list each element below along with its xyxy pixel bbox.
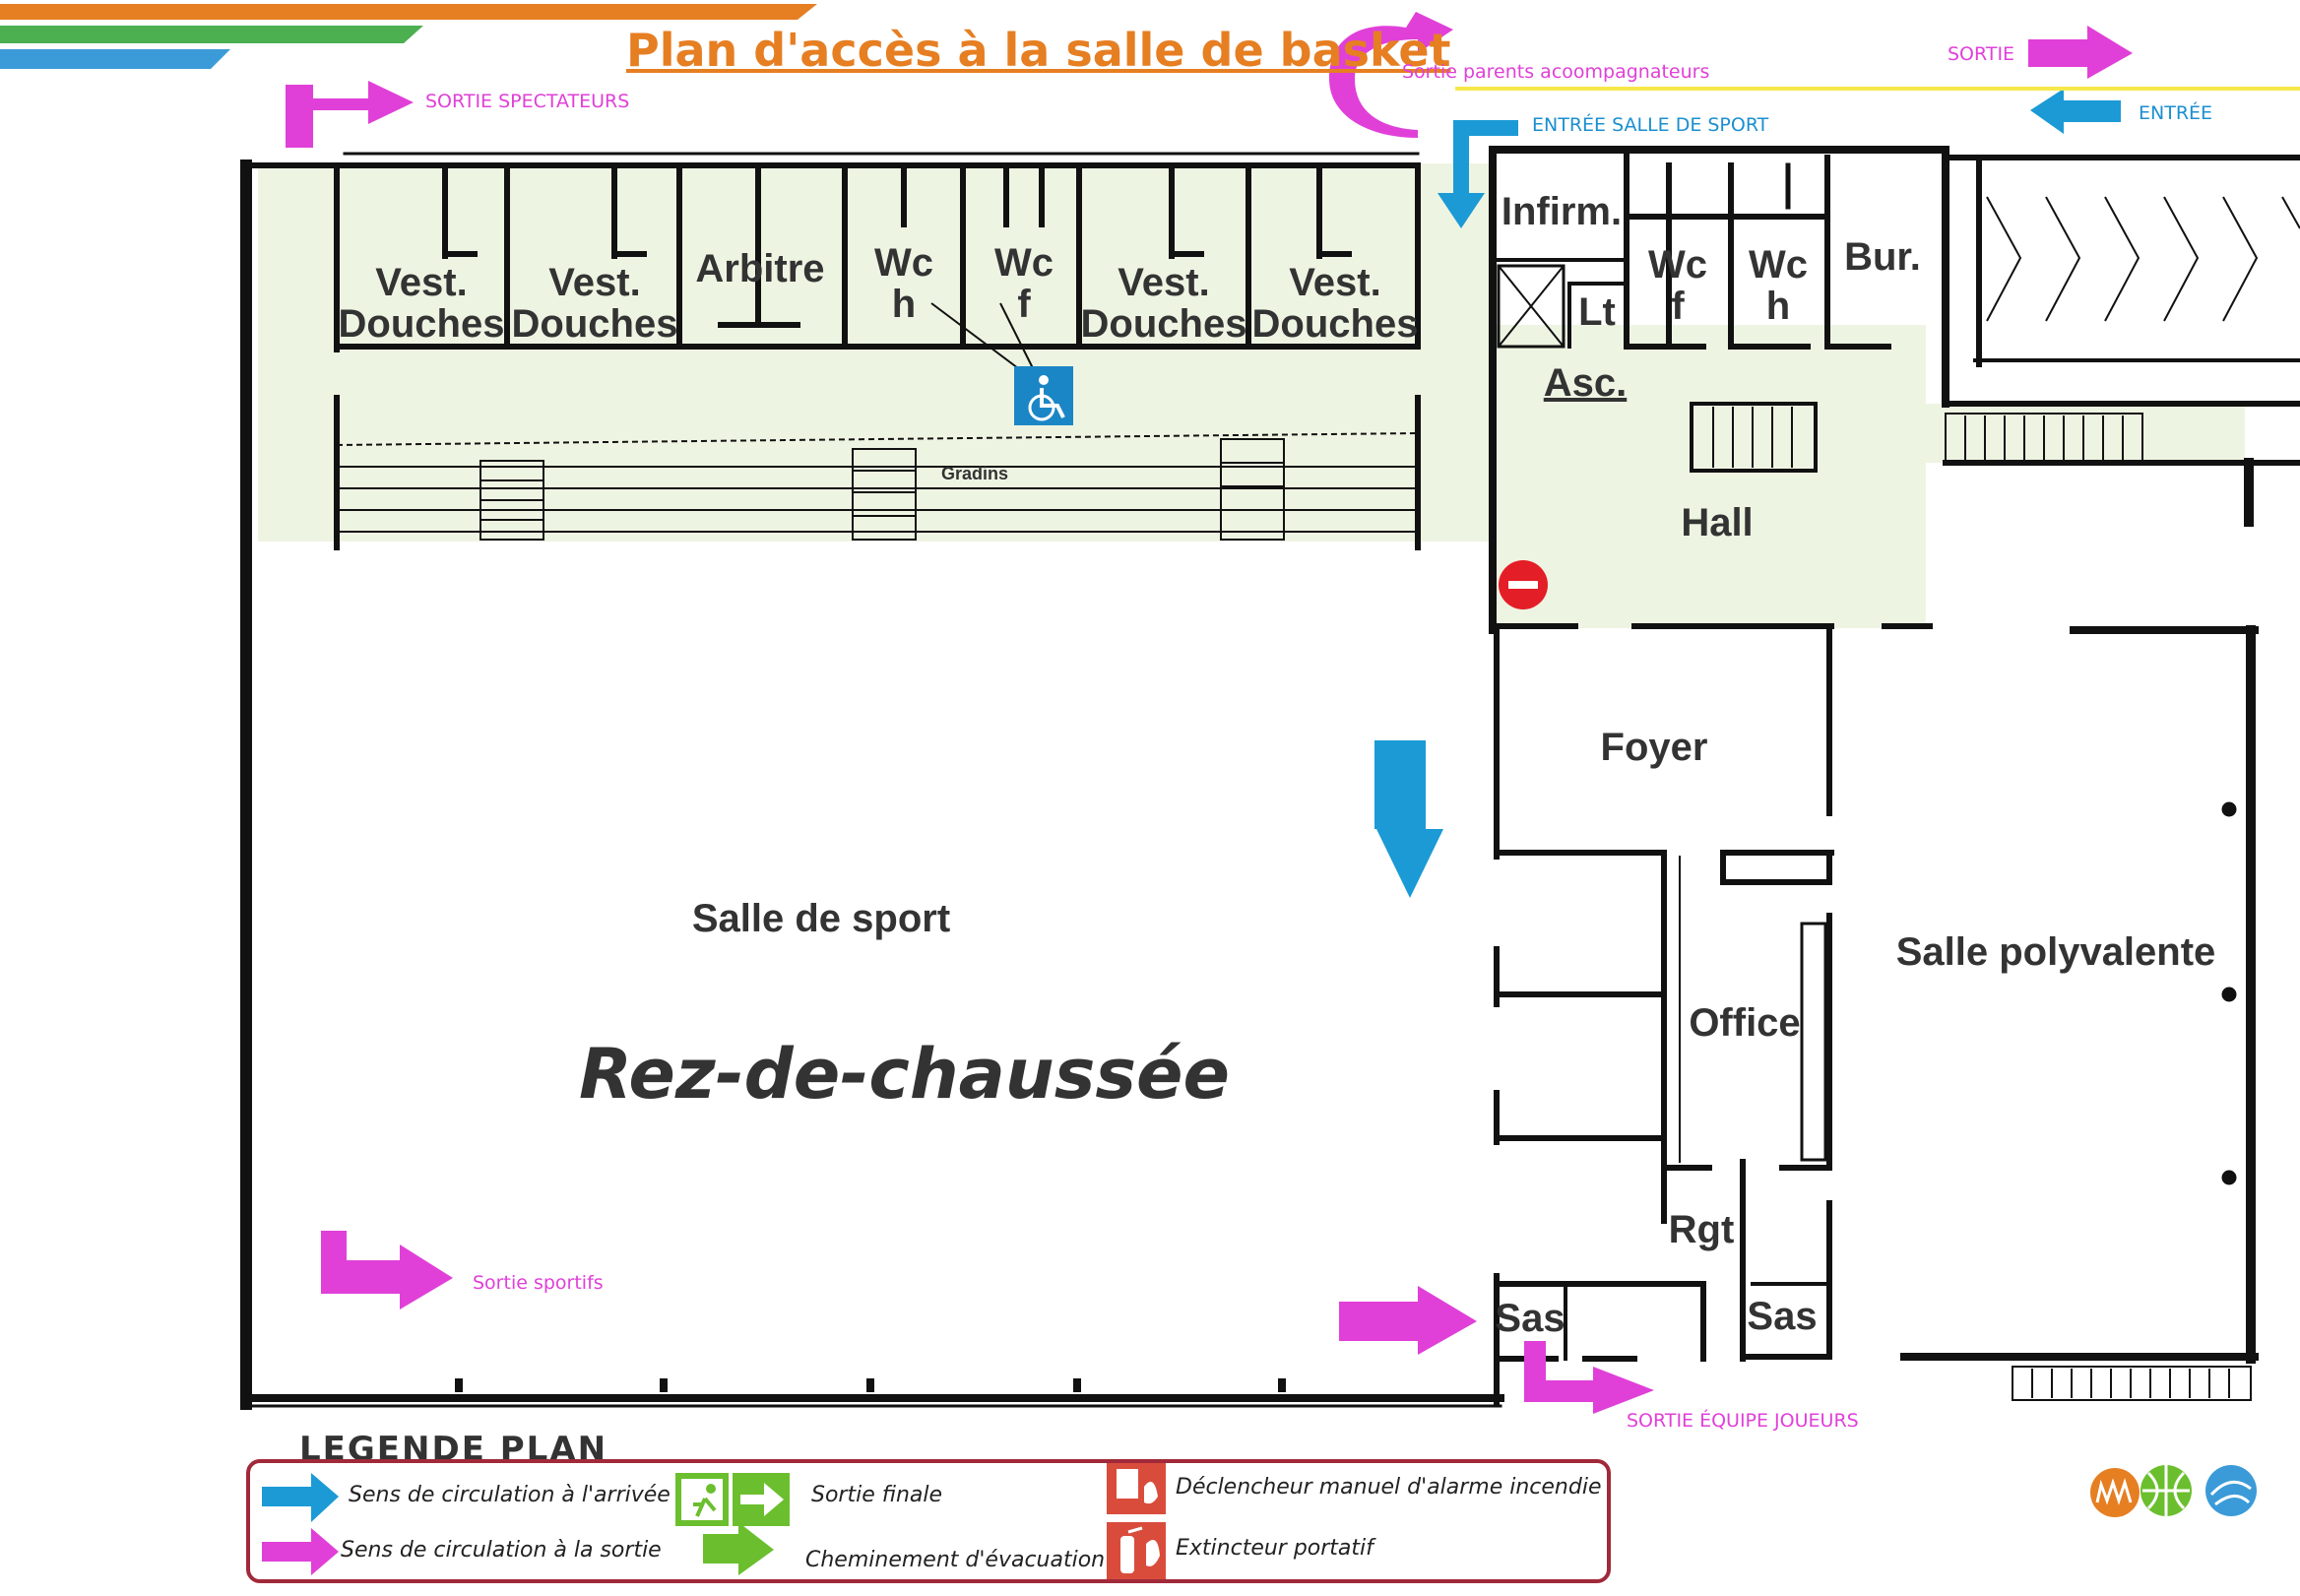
- sport-logo-icons: [2090, 1465, 2257, 1517]
- legend-arrival: Sens de circulation à l'arrivée: [349, 1483, 671, 1507]
- room-wc-f-sub: f: [1017, 283, 1031, 326]
- page-title: Plan d'accès à la salle de basket: [626, 24, 1451, 77]
- room-gradins: Gradins: [941, 464, 1008, 483]
- emergency-exit-icon: [675, 1473, 790, 1526]
- legend-extinguisher: Extincteur portatif: [1176, 1536, 1374, 1561]
- gradins-steps: [336, 432, 1419, 541]
- walls: [240, 152, 1504, 1410]
- ramp-chevrons: [1986, 196, 2300, 322]
- blue-entry-arrows: [1374, 89, 2121, 898]
- wheelchair-icon: [930, 302, 1073, 425]
- room-vest-1: Vest.: [375, 261, 467, 304]
- room-douches-3: Douches: [1081, 302, 1247, 346]
- room-asc: Asc.: [1544, 361, 1628, 405]
- room-douches-1: Douches: [339, 302, 505, 346]
- room-rgt: Rgt: [1669, 1208, 1735, 1251]
- label-sortie-equipe-joueurs: SORTIE ÉQUIPE JOUEURS: [1627, 1410, 1859, 1432]
- pink-exit-arrows: [286, 12, 2133, 1414]
- room-sas-2: Sas: [1747, 1295, 1817, 1338]
- legend-box: [246, 1459, 1611, 1583]
- room-bur: Bur.: [1844, 235, 1921, 279]
- room-infirm: Infirm.: [1501, 190, 1622, 233]
- label-sortie-spectateurs: SORTIE SPECTATEURS: [425, 91, 630, 112]
- room-wc-h: Wc: [874, 241, 933, 285]
- room-wc-h-2-sub: h: [1766, 285, 1790, 328]
- room-salle-de-sport: Salle de sport: [692, 897, 950, 940]
- header-color-bars: [0, 4, 817, 69]
- room-office: Office: [1689, 1001, 1800, 1045]
- room-salle-polyvalente: Salle polyvalente: [1896, 930, 2216, 974]
- side-stairs: [1945, 413, 2252, 1401]
- fire-extinguisher-icon: [1107, 1522, 1166, 1579]
- wall-ticks: [455, 1378, 1286, 1392]
- legend-icons: [262, 1461, 1166, 1579]
- legend-evacuation: Cheminement d'évacuation: [805, 1548, 1106, 1572]
- floor-label: Rez-de-chaussée: [579, 1034, 1231, 1115]
- room-hall: Hall: [1681, 501, 1753, 544]
- room-vest-4: Vest.: [1289, 261, 1380, 304]
- room-vest-2: Vest.: [548, 261, 640, 304]
- room-douches-2: Douches: [512, 302, 678, 346]
- legend-final-exit: Sortie finale: [811, 1483, 943, 1507]
- legend-exit: Sens de circulation à la sortie: [341, 1538, 662, 1563]
- room-wc-f-2-sub: f: [1671, 285, 1685, 328]
- right-building-walls: [1489, 146, 2300, 1405]
- room-douches-4: Douches: [1252, 302, 1419, 346]
- no-entry-icon: [1499, 560, 1548, 609]
- room-foyer: Foyer: [1601, 726, 1708, 769]
- label-entree-salle-de-sport: ENTRÉE SALLE DE SPORT: [1532, 114, 1769, 136]
- room-wc-h-sub: h: [892, 283, 916, 326]
- room-arbitre: Arbitre: [695, 247, 824, 290]
- room-wc-f: Wc: [994, 241, 1054, 285]
- legend-alarm: Déclencheur manuel d'alarme incendie: [1176, 1475, 1602, 1500]
- room-sas-1: Sas: [1495, 1297, 1565, 1340]
- label-sortie: SORTIE: [1948, 43, 2015, 65]
- label-sortie-parents: Sortie parents acoompagnateurs: [1402, 61, 1710, 83]
- label-sortie-sportifs: Sortie sportifs: [473, 1272, 604, 1294]
- room-lt: Lt: [1578, 290, 1616, 334]
- label-entree: ENTRÉE: [2139, 102, 2213, 124]
- fire-alarm-icon: [1107, 1461, 1166, 1514]
- room-vest-3: Vest.: [1118, 261, 1209, 304]
- room-wc-f-2: Wc: [1648, 243, 1707, 287]
- room-wc-h-2: Wc: [1749, 243, 1808, 287]
